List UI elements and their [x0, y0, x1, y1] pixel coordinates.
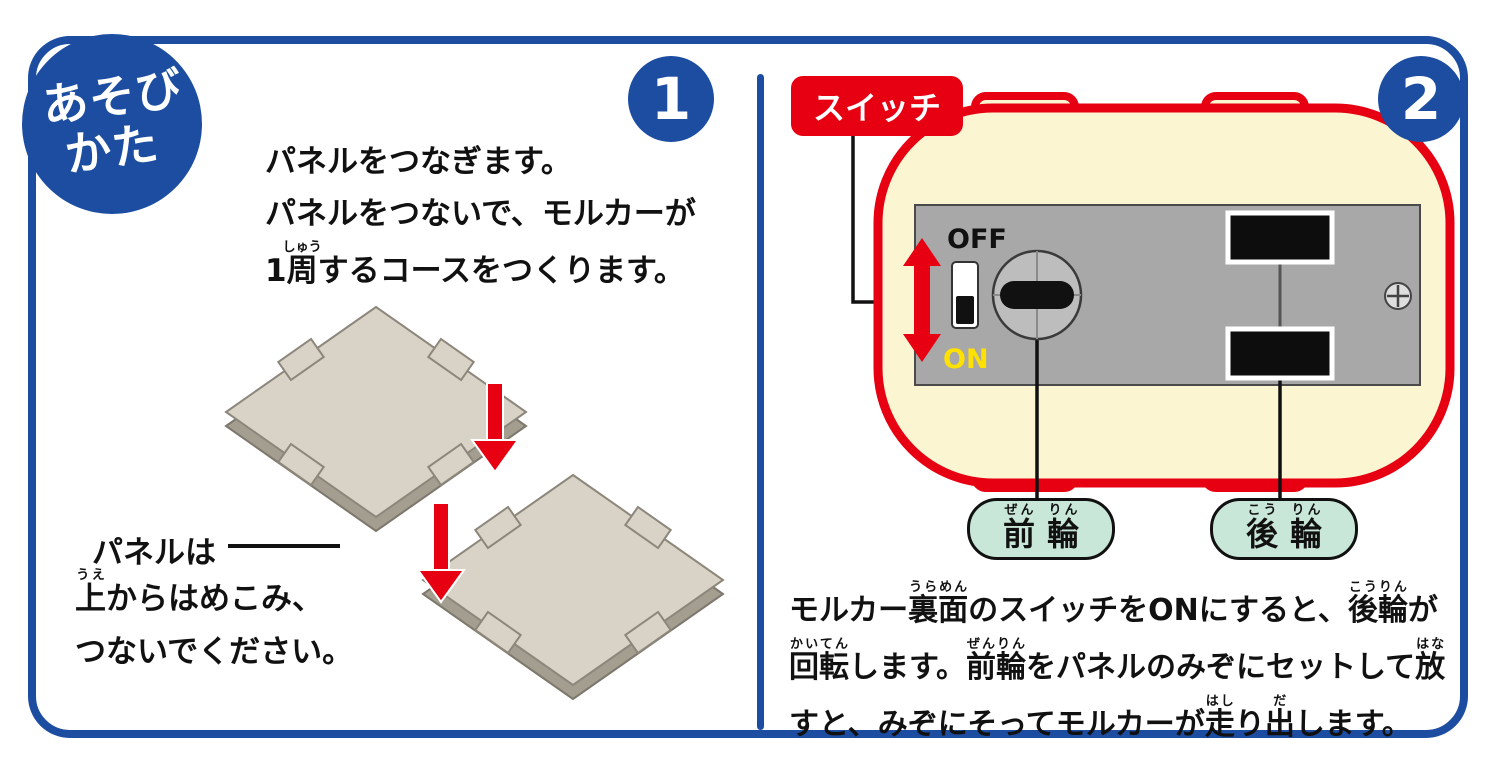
panel-a-tab: [276, 337, 326, 382]
step1-intro-text: パネルをつなぎます。 パネルをつないで、モルカーが 1周しゅうするコースをつくり…: [265, 136, 696, 297]
step2-description: モルカー裏面うらめんのスイッチをONにすると、後輪こうりんが 回転かいてんします…: [789, 580, 1474, 751]
step1-note-line1: 上うえからはめこみ、: [75, 568, 323, 617]
course-panel-a: [224, 305, 528, 533]
front-wheel-callout: 前ぜん輪りん: [967, 498, 1115, 560]
panel-a-tab: [276, 442, 326, 487]
panel-b-tab: [473, 610, 523, 655]
step2-desc-line3: すと、みぞにそってモルカーが走はしり出だします。: [789, 694, 1412, 742]
howto-badge-line2: かた: [61, 115, 163, 183]
on-label: ON: [943, 344, 989, 375]
panel-a-tab: [426, 442, 476, 487]
step1-intro-line3: 1周しゅうするコースをつくります。: [265, 240, 685, 289]
power-switch-knob: [956, 296, 974, 324]
panel-b-tab: [473, 505, 523, 550]
front-wheel: [991, 249, 1083, 341]
front-wheel-roller: [1000, 281, 1074, 309]
step1-note-line2: つないでください。: [75, 634, 354, 670]
panel-b-tab: [623, 505, 673, 550]
step2-desc-line2: 回転かいてんします。前輪ぜんりんをパネルのみぞにセットして放はな: [789, 637, 1446, 685]
screw-icon: [1384, 282, 1412, 310]
section-divider: [757, 74, 764, 730]
rear-wheel-callout: 後こう輪りん: [1210, 498, 1358, 560]
rear-wheel-bottom: [1225, 326, 1335, 381]
step1-number-badge: 1: [628, 56, 714, 142]
step1-section: 1 パネルをつなぎます。 パネルをつないで、モルカーが 1周しゅうするコースをつ…: [30, 40, 757, 746]
switch-direction-arrow-icon: [903, 238, 941, 362]
panel-callout-line: [228, 544, 340, 548]
off-label: OFF: [947, 224, 1007, 255]
panel-b-tab: [623, 610, 673, 655]
step1-number: 1: [650, 65, 692, 133]
car-underside-illustration: OFF ON: [851, 92, 1455, 502]
down-arrow-icon: [470, 439, 520, 474]
panel-a-top: [224, 305, 528, 519]
down-arrow-icon: [486, 382, 504, 442]
switch-callout-label: スイッチ: [791, 76, 964, 136]
panel-b-top: [421, 473, 725, 687]
course-panel-b: [421, 473, 725, 701]
panel-a-tab: [426, 337, 476, 382]
step1-intro-line1: パネルをつなぎます。: [265, 144, 572, 180]
connect-arrows: [416, 382, 520, 604]
step2-section: 2 スイッチ OFF ON: [775, 40, 1470, 746]
howto-badge: あそび かた: [22, 34, 202, 214]
step2-number: 2: [1400, 65, 1442, 133]
panel-callout-label: パネルは: [92, 535, 216, 571]
step2-desc-line1: モルカー裏面うらめんのスイッチをONにすると、後輪こうりんが: [789, 580, 1438, 628]
step1-note-text: 上うえからはめこみ、 つないでください。: [75, 568, 353, 679]
down-arrow-icon: [416, 569, 466, 604]
panel-illustration: [224, 305, 725, 701]
step1-intro-line2: パネルをつないで、モルカーが: [265, 196, 696, 232]
down-arrow-icon: [432, 502, 450, 572]
rear-wheel-top: [1225, 210, 1335, 265]
step2-number-badge: 2: [1378, 56, 1464, 142]
